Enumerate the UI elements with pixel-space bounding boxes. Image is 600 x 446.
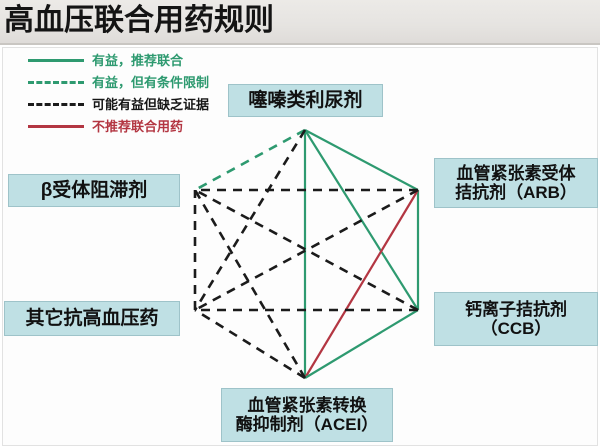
node-thiazide-label: 噻嗪类利尿剂 (248, 89, 363, 111)
node-acei-label-line1: 血管紧张素转换 (247, 395, 367, 415)
legend: 有益，推荐联合 有益，但有条件限制 可能有益但缺乏证据 不推荐联合用药 (20, 50, 250, 138)
legend-row-2: 可能有益但缺乏证据 (20, 94, 250, 116)
edge-acei-other (194, 308, 306, 380)
node-ccb-label-line2: （CCB） (480, 319, 552, 338)
edge-ccb-beta (194, 188, 419, 312)
node-arb[interactable]: 血管紧张素受体 拮抗剂（ARB） (434, 158, 598, 208)
node-arb-label-line1: 血管紧张素受体 (456, 163, 576, 183)
legend-swatch-black-dashed (28, 103, 84, 106)
legend-label-3: 不推荐联合用药 (92, 119, 184, 134)
legend-swatch-green-solid (28, 59, 84, 62)
node-other-antihypertensives[interactable]: 其它抗高血压药 (4, 301, 180, 336)
node-thiazide-diuretics[interactable]: 噻嗪类利尿剂 (228, 84, 383, 117)
node-acei-label-line2: 酶抑制剂（ACEI） (235, 415, 379, 434)
edge-acei-beta (193, 189, 307, 379)
legend-label-2: 可能有益但缺乏证据 (92, 97, 210, 112)
legend-swatch-green-dashed (28, 81, 84, 84)
node-beta-blocker[interactable]: β受体阻滞剂 (8, 174, 180, 207)
legend-label-0: 有益，推荐联合 (92, 53, 184, 68)
legend-label-1: 有益，但有条件限制 (92, 75, 210, 90)
node-arb-label-line2: 拮抗剂（ARB） (455, 183, 577, 202)
edge-thiazide-beta (194, 128, 306, 192)
edge-ccb-acei (304, 309, 419, 379)
node-ccb-label-line1: 钙离子拮抗剂 (465, 299, 567, 319)
edge-arb-acei (304, 189, 419, 379)
legend-row-3: 不推荐联合用药 (20, 116, 250, 138)
page-title: 高血压联合用药规则 (4, 4, 274, 37)
legend-row-1: 有益，但有条件限制 (20, 72, 250, 94)
legend-swatch-red-solid (28, 125, 84, 128)
edge-arb-other (194, 188, 419, 312)
edge-thiazide-arb (304, 129, 419, 191)
title-band: 高血压联合用药规则 (0, 0, 600, 45)
node-ccb[interactable]: 钙离子拮抗剂 （CCB） (434, 292, 598, 346)
edge-thiazide-other (193, 129, 307, 311)
node-other-label: 其它抗高血压药 (25, 307, 159, 329)
edge-thiazide-ccb (304, 129, 419, 311)
legend-row-0: 有益，推荐联合 (20, 50, 250, 72)
node-acei[interactable]: 血管紧张素转换 酶抑制剂（ACEI） (221, 388, 393, 442)
node-beta-label: β受体阻滞剂 (40, 179, 148, 201)
